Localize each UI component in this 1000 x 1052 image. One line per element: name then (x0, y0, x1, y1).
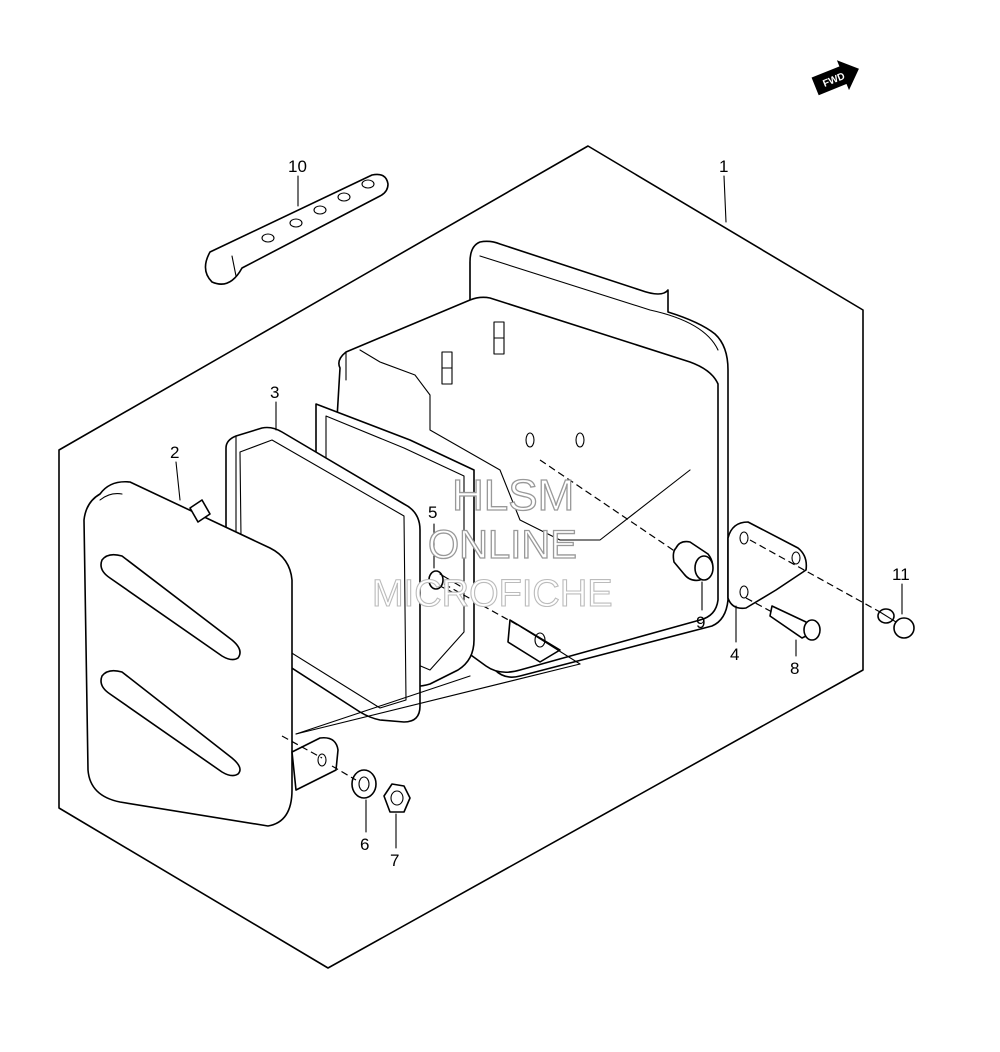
fwd-arrow-icon: FWD (811, 60, 859, 96)
part-2-lens (83, 480, 339, 827)
assembly-boundary (58, 145, 864, 969)
part-8-bolt (769, 605, 821, 641)
part-5-screw (428, 523, 461, 595)
callout-10: 10 (288, 157, 307, 176)
part-4-bracket (727, 521, 808, 610)
callout-8: 8 (790, 659, 799, 678)
callouts: 1 2 3 4 5 6 7 8 9 10 11 (170, 157, 910, 870)
callout-2: 2 (170, 443, 179, 462)
part-11-bolt (877, 608, 915, 639)
callout-7: 7 (390, 851, 399, 870)
callout-6: 6 (360, 835, 369, 854)
callout-11: 11 (892, 565, 910, 584)
callout-4: 4 (730, 645, 739, 664)
part-10-plate (204, 173, 389, 285)
callout-1: 1 (719, 157, 728, 176)
watermark-line3: MICROFICHE (372, 573, 613, 615)
watermark-line1: HLSM (452, 471, 574, 520)
part-9-grommet (672, 540, 714, 582)
watermark: HLSM ONLINE MICROFICHE (371, 470, 613, 615)
callout-9: 9 (696, 613, 705, 632)
guide-lines (295, 619, 581, 735)
part-6-washer (351, 769, 377, 799)
callout-3: 3 (270, 383, 279, 402)
assembly-lines (281, 459, 881, 781)
leader-lines (175, 175, 903, 849)
part-7-nut (383, 783, 411, 813)
callout-5: 5 (428, 503, 437, 522)
watermark-line2: ONLINE (428, 523, 577, 567)
